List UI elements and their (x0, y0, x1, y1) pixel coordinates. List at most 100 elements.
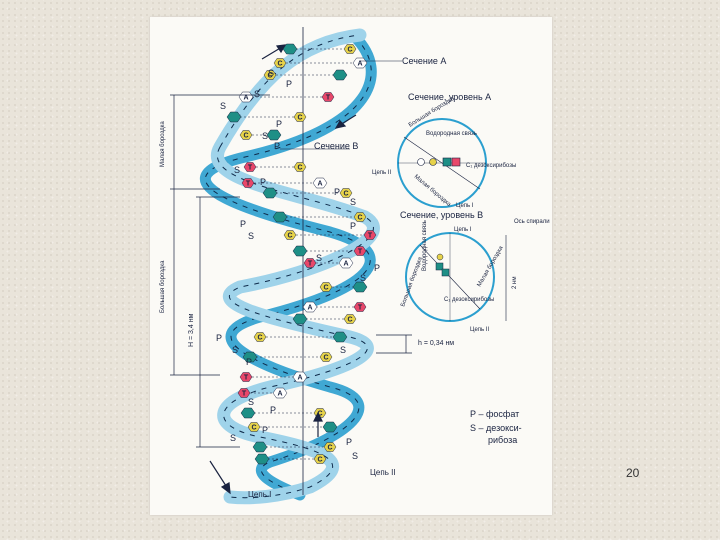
base-letter-C-0-1: C (347, 47, 352, 54)
base-letter-T-14-1: T (358, 305, 363, 312)
base-C-23-1 (313, 454, 327, 464)
hydrogen-bond-b-label: Водородная связь (422, 220, 428, 271)
base-C-10-0 (283, 230, 297, 240)
base-T-10-1 (363, 230, 377, 240)
base-letter-A-7-1: A (317, 181, 322, 188)
chain-two-label: Цепь II (370, 468, 396, 477)
base-T-7-0 (241, 178, 255, 188)
base-C-15-1 (343, 314, 357, 324)
sugar-label-2: S (254, 89, 260, 99)
base-A-18-1 (292, 371, 308, 383)
base-A-14-0 (302, 301, 318, 313)
base-C-21-0 (247, 422, 261, 432)
phosphate-label-1: P (286, 79, 292, 89)
base-T-12-0 (303, 258, 317, 268)
base-letter-A-1-1: A (357, 61, 362, 68)
base-G-21-1 (322, 421, 338, 433)
direction-arrow-top (261, 44, 287, 60)
section-b-label: Сечение В (314, 141, 358, 151)
base-C-16-0 (253, 332, 267, 342)
sugar-label-9: S (360, 273, 366, 283)
base-letter-T-18-0: T (244, 375, 249, 382)
base-letter-T-10-1: T (368, 233, 373, 240)
chain-one-b-label: Цепь I (454, 227, 472, 233)
base-letter-C-2-0: C (267, 73, 272, 80)
sugar-label-10: S (232, 345, 238, 355)
phosphate-label-11: P (270, 405, 276, 415)
base-letter-A-12-1: A (343, 261, 348, 268)
base-G-4-0 (226, 111, 242, 123)
base-letter-A-3-0: A (243, 95, 248, 102)
hydrogen-bond-label: Водородная связь (426, 131, 477, 137)
sugar-label-3: S (220, 101, 226, 111)
phosphate-label-8: P (374, 263, 380, 273)
base-G-5-1 (266, 129, 282, 141)
base-C-13-0 (319, 282, 333, 292)
sugar-label-12: S (248, 397, 254, 407)
base-G-9-0 (272, 211, 288, 223)
base-C-22-1 (323, 442, 337, 452)
base-pair-rungs (240, 48, 364, 460)
helix-axis-label: Ось спирали (514, 219, 550, 225)
sugar-label-11: S (340, 345, 346, 355)
minor-groove-bottom-label: Малая бороздка (477, 245, 505, 288)
sugar-label-4: S (262, 131, 268, 141)
chain-one-a-label: Цепь I (456, 203, 474, 209)
cross-section-b (405, 232, 495, 322)
base-G-11-0 (292, 245, 308, 257)
legend-phosphate: Р – фосфат (470, 409, 519, 419)
sugar-label-6: S (350, 197, 356, 207)
base-C-2-0 (263, 70, 277, 80)
base-letter-C-9-1: C (357, 215, 362, 222)
section-a-level-label: Сечение, уровень А (408, 92, 491, 102)
legend-sugar-line1: S – дезокси- (470, 423, 522, 433)
base-C-0-1 (343, 44, 357, 54)
base-A-3-0 (238, 91, 254, 103)
minor-groove-side-label: Малая бороздка (160, 121, 166, 167)
rise-label: h = 0,34 нм (418, 340, 454, 347)
cross-section-a (397, 118, 487, 208)
phosphate-label-9: P (216, 333, 222, 343)
base-letter-T-6-0: T (248, 165, 253, 172)
base-T-6-0 (243, 162, 257, 172)
base-G-2-1 (332, 69, 348, 81)
base-A-12-1 (338, 257, 354, 269)
sugar-label-13: S (230, 433, 236, 443)
rise-marker (376, 334, 412, 354)
direction-arrow-mid (334, 114, 357, 129)
direction-arrow-bottom-left (209, 460, 231, 495)
base-letter-C-23-1: C (317, 457, 322, 464)
base-T-18-0 (239, 372, 253, 382)
base-C-9-1 (353, 212, 367, 222)
base-G-0-0 (282, 43, 298, 55)
base-G-16-1 (332, 331, 348, 343)
strand-two-dashes (204, 36, 372, 496)
phosphate-label-4: P (260, 177, 266, 187)
base-letter-T-19-0: T (242, 391, 247, 398)
base-G-20-0 (240, 407, 256, 419)
base-A-1-1 (352, 57, 368, 69)
base-G-8-0 (262, 187, 278, 199)
base-letter-T-11-1: T (358, 249, 363, 256)
base-letter-C-5-0: C (243, 133, 248, 140)
base-letter-C-8-1: C (343, 191, 348, 198)
base-G-17-0 (242, 351, 258, 363)
base-letter-T-3-1: T (326, 95, 331, 102)
sugar-label-7: S (248, 231, 254, 241)
base-C-4-1 (293, 112, 307, 122)
direction-arrow-bottom-right (313, 411, 323, 437)
diameter-label: 2 нм (512, 277, 518, 289)
base-letter-C-15-1: C (347, 317, 352, 324)
base-letter-C-1-0: C (277, 61, 282, 68)
deoxyribose-b-label: С₁ дезоксирибозы (444, 297, 494, 303)
base-letter-C-4-1: C (297, 115, 302, 122)
phosphate-label-12: P (262, 425, 268, 435)
legend-sugar-line2: рибоза (488, 435, 517, 445)
sugar-label-8: S (316, 253, 322, 263)
phosphate-label-5: P (334, 187, 340, 197)
chain-two-b-label: Цепь II (470, 327, 489, 333)
base-T-11-1 (353, 246, 367, 256)
